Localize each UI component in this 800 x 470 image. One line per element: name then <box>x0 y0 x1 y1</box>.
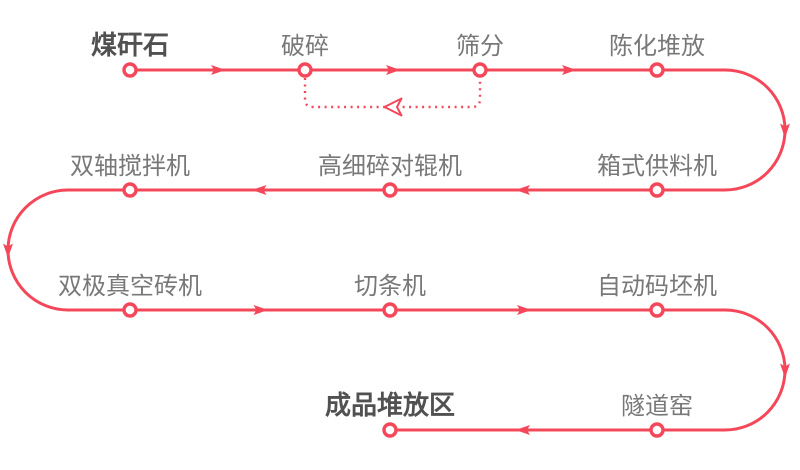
flow-arrow-left <box>515 425 530 435</box>
node-chengpin-duifangqu <box>382 422 398 438</box>
node-label-shuangji-zhenkong-zhuanji: 双极真空砖机 <box>58 273 202 300</box>
flow-arrow-down <box>3 243 13 258</box>
node-label-zidong-mapiji: 自动码坯机 <box>597 273 717 300</box>
node-label-meiganshi: 煤矸石 <box>91 30 169 60</box>
node-xiangshi-gongliaoji <box>649 182 665 198</box>
node-label-posui: 破碎 <box>281 33 329 60</box>
node-posui <box>297 62 313 78</box>
flow-arrow-right <box>562 65 577 75</box>
node-label-xiangshi-gongliaoji: 箱式供料机 <box>597 153 717 180</box>
feedback-arrow-left <box>383 97 403 117</box>
flow-arrow-right <box>517 305 532 315</box>
node-label-chenhua-duifang: 陈化堆放 <box>609 33 705 60</box>
node-chenhua-duifang <box>649 62 665 78</box>
flow-arrow-right <box>211 65 226 75</box>
node-shuangzhou-jiaobanji <box>122 182 138 198</box>
flow-arrow-down <box>780 363 790 378</box>
flow-arrow-left <box>252 185 267 195</box>
node-suidaoyao <box>649 422 665 438</box>
flow-path <box>6 68 787 432</box>
node-shaifen <box>472 62 488 78</box>
flow-arrow-right <box>253 305 268 315</box>
feedback-path <box>303 78 482 109</box>
node-zidong-mapiji <box>649 302 665 318</box>
node-label-shuangzhou-jiaobanji: 双轴搅拌机 <box>70 153 190 180</box>
node-qietiaoji <box>382 302 398 318</box>
flow-arrow-left <box>515 185 530 195</box>
node-gaoxisui-duigunji <box>382 182 398 198</box>
node-meiganshi <box>122 62 138 78</box>
node-label-gaoxisui-duigunji: 高细碎对辊机 <box>318 153 462 180</box>
node-label-suidaoyao: 隧道窑 <box>621 393 693 420</box>
node-label-chengpin-duifangqu: 成品堆放区 <box>325 390 455 420</box>
flow-arrow-right <box>386 65 401 75</box>
node-label-qietiaoji: 切条机 <box>354 273 426 300</box>
flow-arrow-down <box>780 123 790 138</box>
node-shuangji-zhenkong-zhuanji <box>122 302 138 318</box>
node-label-shaifen: 筛分 <box>456 33 504 60</box>
